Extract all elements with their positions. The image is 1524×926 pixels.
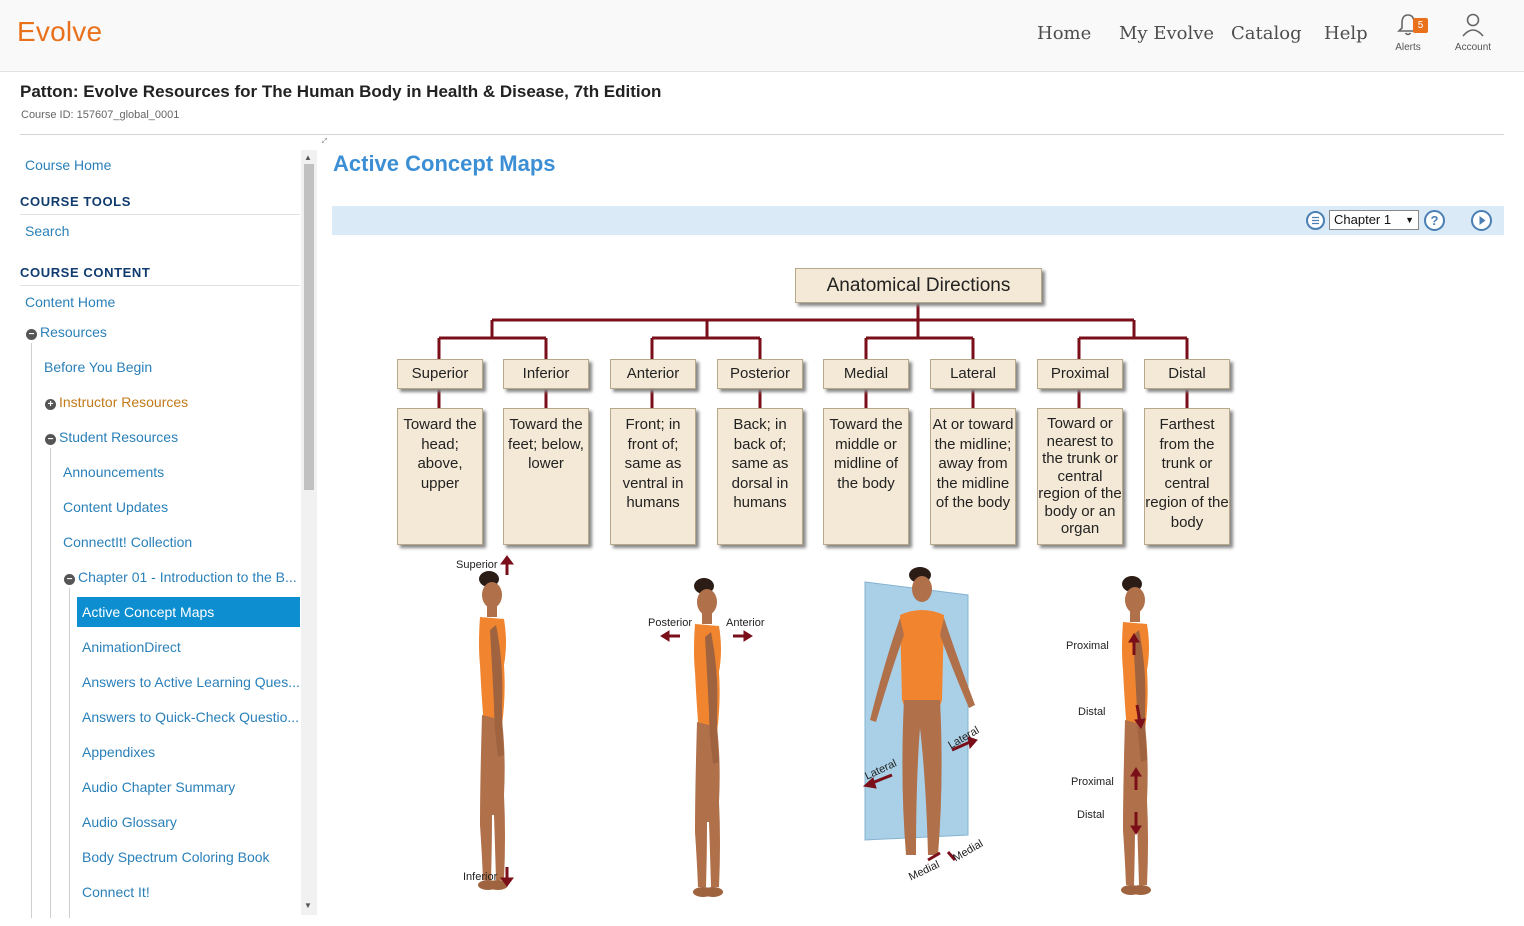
tree-guide-line [50,448,51,918]
user-icon [1462,13,1484,37]
label-posterior: Posterior [648,617,693,629]
concept-root-box[interactable]: Anatomical Directions [795,268,1042,303]
top-navigation-bar: Evolve Home My Evolve Catalog Help 5 Ale… [0,0,1524,72]
tree-guide-line [31,343,32,918]
nav-home[interactable]: Home [1037,23,1092,44]
definition-anterior: Front; in front of; same as ventral in h… [610,408,696,545]
scroll-down-icon[interactable]: ▼ [304,901,312,910]
label-distal-lower: Distal [1077,809,1105,821]
expand-icon[interactable]: + [45,399,56,410]
label-distal-upper: Distal [1078,706,1106,718]
tree-guide-line [69,588,70,918]
sidebar-student-resources[interactable]: −Student Resources [45,429,178,445]
course-content-heading: COURSE CONTENT [20,265,151,280]
chevron-down-icon: ▼ [1405,215,1414,225]
definition-lateral: At or toward the midline; away from the … [930,408,1016,545]
course-sidebar: Course Home COURSE TOOLS Search COURSE C… [20,148,300,918]
divider [20,285,300,286]
list-icon[interactable] [1306,211,1325,230]
alerts-label: Alerts [1395,42,1421,53]
chapter-select[interactable]: Chapter 1 ▼ [1329,210,1419,230]
collapse-icon[interactable]: − [64,574,75,585]
alerts-button[interactable]: 5 Alerts [1383,12,1433,53]
collapse-icon[interactable]: − [45,434,56,445]
label-anterior: Anterior [726,617,765,629]
course-tools-heading: COURSE TOOLS [20,194,131,209]
definition-distal: Farthest from the trunk or central regio… [1144,408,1230,545]
label-proximal-upper: Proximal [1066,640,1109,652]
term-anterior[interactable]: Anterior [610,359,696,389]
collapse-icon[interactable]: − [26,329,37,340]
concept-map-toolbar: Chapter 1 ▼ ? [332,206,1504,235]
chapter-select-value: Chapter 1 [1334,212,1392,227]
course-id: Course ID: 157607_global_0001 [21,109,180,121]
sidebar-scrollbar[interactable]: ▲ ▼ [301,150,317,915]
label-superior: Superior [456,559,498,571]
term-inferior[interactable]: Inferior [503,359,589,389]
label-inferior: Inferior [463,871,498,883]
definition-superior: Toward the head; above, upper [397,408,483,545]
help-icon[interactable]: ? [1424,210,1445,231]
scrollbar-thumb[interactable] [304,164,314,490]
account-label: Account [1454,42,1492,53]
definition-medial: Toward the middle or midline of the body [823,408,909,545]
term-lateral[interactable]: Lateral [930,359,1016,389]
sidebar-instructor-resources[interactable]: +Instructor Resources [45,394,188,410]
term-posterior[interactable]: Posterior [717,359,803,389]
header-divider [20,134,1504,135]
label-proximal-lower: Proximal [1071,776,1114,788]
definition-proximal: Toward or nearest to the trunk or centra… [1037,408,1123,545]
sidebar-active-concept-maps[interactable]: Active Concept Maps [77,597,300,627]
definition-inferior: Toward the feet; below, lower [503,408,589,545]
play-icon[interactable] [1471,210,1492,231]
sidebar-resources[interactable]: −Resources [26,324,107,340]
divider [20,214,300,215]
alerts-count-badge: 5 [1413,18,1428,33]
bell-icon [1397,14,1419,36]
nav-help[interactable]: Help [1324,23,1368,44]
svg-text:?: ? [1431,213,1439,228]
term-superior[interactable]: Superior [397,359,483,389]
nav-catalog[interactable]: Catalog [1231,23,1302,44]
term-distal[interactable]: Distal [1144,359,1230,389]
definition-posterior: Back; in back of; same as dorsal in huma… [717,408,803,545]
page-title: Active Concept Maps [333,151,556,176]
account-button[interactable]: Account [1448,12,1498,53]
course-title: Patton: Evolve Resources for The Human B… [20,82,662,101]
term-proximal[interactable]: Proximal [1037,359,1123,389]
term-medial[interactable]: Medial [823,359,909,389]
evolve-logo[interactable]: Evolve [17,16,103,47]
scroll-up-icon[interactable]: ▲ [304,153,312,162]
nav-my-evolve[interactable]: My Evolve [1119,23,1215,44]
sidebar-chapter-01[interactable]: −Chapter 01 - Introduction to the B... [64,569,300,585]
